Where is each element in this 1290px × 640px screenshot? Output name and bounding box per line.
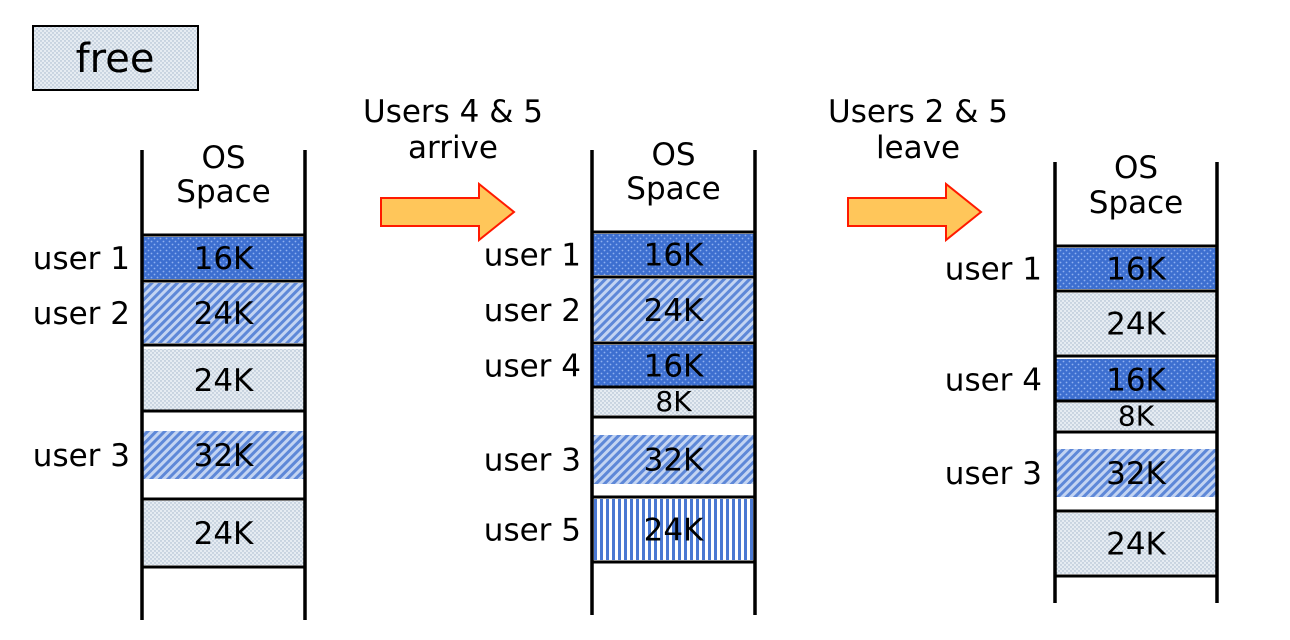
memory-block: 8K xyxy=(1055,400,1217,433)
memory-block: 16K user 4 xyxy=(945,359,1217,400)
transition-caption: Users 2 & 5 xyxy=(828,94,1008,130)
memory-block: 16K user 4 xyxy=(484,345,755,386)
block-size-label: 16K xyxy=(1106,363,1166,399)
memory-block: 32K user 3 xyxy=(33,431,305,479)
memory-block: 24K user 2 xyxy=(33,283,305,343)
user-label: user 1 xyxy=(33,241,130,277)
block-fill xyxy=(142,237,305,279)
block-fill xyxy=(1055,248,1217,289)
block-fill xyxy=(1055,403,1217,430)
block-fill xyxy=(592,234,755,275)
os-space-label: OS xyxy=(1114,150,1158,186)
block-fill xyxy=(1055,513,1217,574)
user-label: user 5 xyxy=(484,513,581,549)
block-size-label: 8K xyxy=(655,385,692,418)
block-size-label: 16K xyxy=(1106,252,1166,288)
block-size-label: 24K xyxy=(1106,527,1166,563)
memory-block: 16K user 1 xyxy=(33,237,305,279)
memory-block: 8K xyxy=(592,385,755,418)
memory-block: 32K user 3 xyxy=(945,449,1217,497)
user-label: user 2 xyxy=(484,293,581,329)
block-size-label: 32K xyxy=(644,443,704,479)
block-fill xyxy=(592,345,755,386)
memory-block: 24K xyxy=(142,501,305,565)
block-fill xyxy=(1055,359,1217,400)
legend-label: free xyxy=(76,36,155,82)
memory-block: 24K xyxy=(1055,293,1217,354)
os-space-label: OS xyxy=(201,140,245,176)
block-size-label: 24K xyxy=(194,363,254,399)
os-space-label: Space xyxy=(626,171,720,207)
block-fill xyxy=(592,499,755,560)
transition-caption: leave xyxy=(876,130,960,166)
os-space-label: OS xyxy=(651,137,695,173)
user-label: user 3 xyxy=(484,443,581,479)
transition-caption: arrive xyxy=(408,130,498,166)
right-arrow-icon xyxy=(847,181,983,243)
block-fill xyxy=(592,279,755,341)
block-size-label: 24K xyxy=(194,296,254,332)
block-fill xyxy=(1055,449,1217,497)
block-fill xyxy=(592,435,755,484)
transition-caption: Users 4 & 5 xyxy=(363,94,543,130)
block-fill xyxy=(142,283,305,343)
block-size-label: 8K xyxy=(1118,400,1155,433)
memory-block: 16K user 1 xyxy=(945,248,1217,289)
memory-block: 32K user 3 xyxy=(484,435,755,484)
os-space-label: Space xyxy=(1089,185,1183,221)
block-fill xyxy=(142,349,305,411)
memory-block: 16K user 1 xyxy=(484,234,755,275)
block-size-label: 16K xyxy=(644,349,704,385)
block-size-label: 24K xyxy=(644,293,704,329)
block-fill xyxy=(142,501,305,565)
block-size-label: 24K xyxy=(1106,307,1166,343)
user-label: user 3 xyxy=(945,456,1042,492)
right-arrow-icon xyxy=(380,181,516,243)
legend-free: free xyxy=(32,25,199,91)
block-size-label: 24K xyxy=(194,516,254,552)
user-label: user 3 xyxy=(33,438,130,474)
block-size-label: 16K xyxy=(194,241,254,277)
block-fill xyxy=(142,431,305,479)
memory-block: 24K xyxy=(1055,513,1217,574)
block-size-label: 32K xyxy=(194,438,254,474)
block-size-label: 32K xyxy=(1106,456,1166,492)
block-size-label: 24K xyxy=(644,513,704,549)
memory-block: 24K user 2 xyxy=(484,279,755,341)
user-label: user 2 xyxy=(33,296,130,332)
memory-block: 24K user 5 xyxy=(484,499,755,560)
block-size-label: 16K xyxy=(644,238,704,274)
user-label: user 4 xyxy=(484,349,581,385)
user-label: user 4 xyxy=(945,363,1042,399)
block-fill xyxy=(592,389,755,415)
block-fill xyxy=(1055,293,1217,354)
user-label: user 1 xyxy=(484,238,581,274)
memory-block: 24K xyxy=(142,349,305,411)
user-label: user 1 xyxy=(945,252,1042,288)
os-space-label: Space xyxy=(176,174,270,210)
